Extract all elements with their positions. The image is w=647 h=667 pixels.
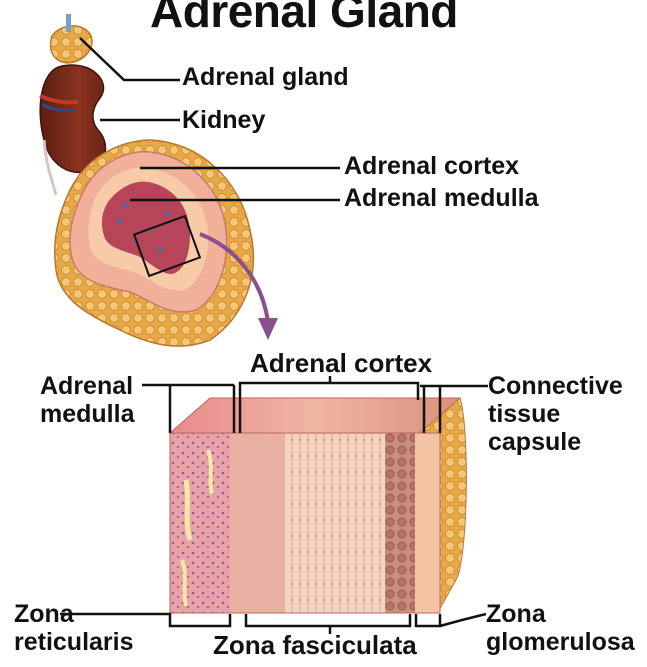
label-zona-glomerulosa: Zona glomerulosa: [486, 600, 635, 656]
label-line: capsule: [488, 428, 623, 456]
label-line: tissue: [488, 400, 623, 428]
adrenal-gland-section: [55, 140, 254, 346]
label-kidney: Kidney: [182, 108, 265, 133]
label-zona-fasciculata: Zona fasciculata: [213, 632, 417, 658]
label-adrenal-medulla-top: Adrenal medulla: [344, 186, 539, 211]
tissue-block: [170, 398, 466, 613]
label-adrenal-gland: Adrenal gland: [182, 65, 349, 90]
label-line: glomerulosa: [486, 628, 635, 656]
label-line: Adrenal: [40, 372, 134, 400]
label-adrenal-medulla-section: Adrenal medulla: [40, 372, 134, 428]
label-line: Zona: [14, 600, 134, 628]
label-zona-reticularis: Zona reticularis: [14, 600, 134, 656]
label-adrenal-cortex-top: Adrenal cortex: [344, 154, 519, 179]
adrenal-gland-small: [51, 14, 92, 63]
label-adrenal-cortex-section: Adrenal cortex: [250, 350, 432, 376]
label-line: reticularis: [14, 628, 134, 656]
diagram-title: Adrenal Gland: [150, 0, 458, 38]
label-line: medulla: [40, 400, 134, 428]
label-connective-tissue-capsule: Connective tissue capsule: [488, 372, 623, 456]
label-line: Zona: [486, 600, 635, 628]
label-line: Connective: [488, 372, 623, 400]
